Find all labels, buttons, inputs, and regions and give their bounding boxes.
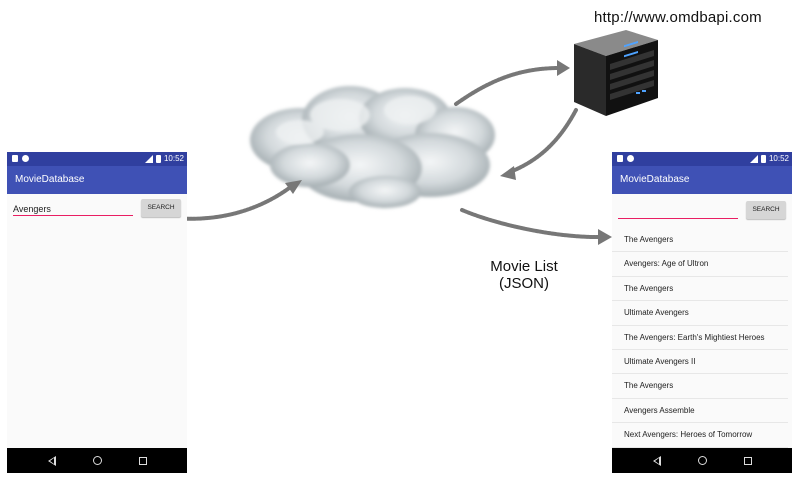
phone-results-screen: 10:52 MovieDatabase SEARCH The Avengers … <box>612 152 792 473</box>
search-row: SEARCH <box>7 194 187 224</box>
status-time: 10:52 <box>768 154 789 163</box>
status-bar: 10:52 <box>7 152 187 166</box>
list-item[interactable]: Avengers: Age of Ultron <box>612 252 788 277</box>
search-row: SEARCH <box>612 194 792 228</box>
list-item[interactable]: The Avengers <box>612 228 788 253</box>
status-time: 10:52 <box>163 154 184 163</box>
home-icon[interactable] <box>92 456 102 465</box>
search-button[interactable]: SEARCH <box>746 201 786 219</box>
battery-icon <box>155 154 161 163</box>
back-icon[interactable] <box>652 455 661 466</box>
battery-icon <box>760 154 766 163</box>
arrow-icon <box>508 108 578 174</box>
back-icon[interactable] <box>47 455 56 466</box>
nav-bar <box>612 448 792 473</box>
list-item[interactable]: Next Avengers: Heroes of Tomorrow <box>612 423 788 448</box>
signal-icon <box>749 154 758 163</box>
server-url-label: http://www.omdbapi.com <box>594 9 762 26</box>
cloud-icon <box>250 86 495 208</box>
list-item[interactable]: The Avengers <box>612 277 788 302</box>
server-icon <box>574 30 658 116</box>
list-item[interactable]: The Avengers <box>612 374 788 399</box>
recents-icon[interactable] <box>138 456 147 465</box>
search-input[interactable] <box>618 205 738 219</box>
android-icon <box>22 155 29 162</box>
search-button[interactable]: SEARCH <box>141 199 181 217</box>
response-label-line2: (JSON) <box>499 275 549 292</box>
phone-search-screen: 10:52 MovieDatabase SEARCH <box>7 152 187 473</box>
arrow-icon <box>598 229 612 245</box>
app-title: MovieDatabase <box>7 166 187 194</box>
sd-card-icon <box>12 155 18 162</box>
app-title: MovieDatabase <box>612 166 792 194</box>
sd-card-icon <box>617 155 623 162</box>
list-item[interactable]: Ultimate Avengers <box>612 301 788 326</box>
android-icon <box>627 155 634 162</box>
list-item[interactable]: The Avengers: Earth's Mightiest Heroes <box>612 326 788 350</box>
search-input[interactable] <box>13 202 133 216</box>
nav-bar <box>7 448 187 473</box>
list-item[interactable]: Ultimate Avengers II <box>612 350 788 375</box>
arrow-icon <box>460 208 604 240</box>
results-list: The Avengers Avengers: Age of Ultron The… <box>612 228 792 448</box>
recents-icon[interactable] <box>743 456 752 465</box>
status-bar: 10:52 <box>612 152 792 166</box>
home-icon[interactable] <box>697 456 707 465</box>
signal-icon <box>144 154 153 163</box>
response-label: Movie List (JSON) <box>472 258 576 292</box>
response-label-line1: Movie List <box>490 258 558 275</box>
list-item[interactable]: Avengers Assemble <box>612 399 788 424</box>
